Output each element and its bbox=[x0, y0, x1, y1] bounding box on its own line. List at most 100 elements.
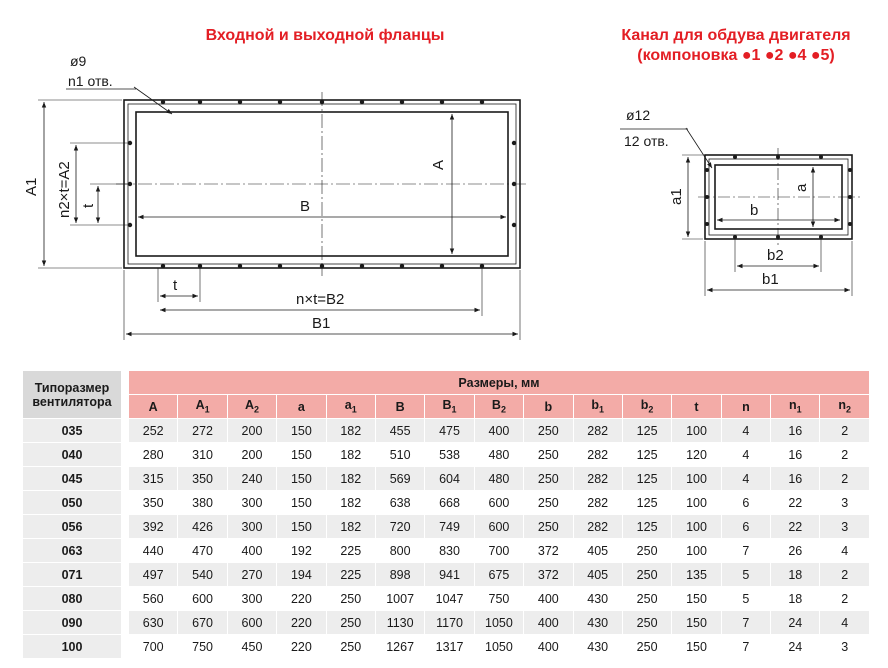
flange-labels: ø9 n1 отв. A1 n2×t=A2 t A B t n×t=B2 B1 bbox=[23, 53, 447, 332]
value-cell: 600 bbox=[226, 610, 278, 635]
fan-size-cell: 050 bbox=[22, 490, 122, 515]
value-cell: 750 bbox=[473, 586, 525, 611]
flange-label-B: B bbox=[300, 198, 310, 215]
value-cell: 350 bbox=[127, 490, 179, 515]
value-cell: 380 bbox=[177, 490, 228, 515]
value-cell: 480 bbox=[473, 466, 525, 491]
value-cell: 100 bbox=[671, 490, 722, 515]
value-cell: 400 bbox=[226, 538, 278, 563]
left-drawing-title: Входной и выходной фланцы bbox=[205, 27, 445, 44]
fan-size-cell: 063 bbox=[22, 538, 122, 563]
flange-label-B2: n×t=B2 bbox=[296, 291, 344, 308]
fan-size-cell: 080 bbox=[22, 586, 122, 611]
value-cell: 250 bbox=[523, 466, 574, 491]
value-cell: 240 bbox=[226, 466, 278, 491]
column-header: t bbox=[671, 394, 722, 419]
value-cell: 569 bbox=[374, 466, 426, 491]
value-cell: 150 bbox=[671, 610, 722, 635]
value-cell: 182 bbox=[325, 466, 376, 491]
column-header: n2 bbox=[819, 394, 870, 419]
value-cell: 250 bbox=[621, 586, 673, 611]
value-cell: 405 bbox=[572, 562, 623, 587]
fan-size-cell: 100 bbox=[22, 634, 122, 659]
value-cell: 100 bbox=[671, 418, 722, 443]
value-cell: 538 bbox=[424, 442, 475, 467]
value-cell: 125 bbox=[621, 466, 673, 491]
flange-label-t-vertical: t bbox=[80, 203, 97, 208]
value-cell: 16 bbox=[770, 466, 821, 491]
fan-size-cell: 045 bbox=[22, 466, 122, 491]
value-cell: 250 bbox=[621, 562, 673, 587]
channel-hole-count: 12 отв. bbox=[624, 133, 669, 149]
value-cell: 280 bbox=[127, 442, 179, 467]
value-cell: 250 bbox=[523, 514, 574, 539]
column-header: A bbox=[127, 394, 179, 419]
value-cell: 372 bbox=[523, 562, 574, 587]
value-cell: 630 bbox=[127, 610, 179, 635]
value-cell: 700 bbox=[127, 634, 179, 659]
flange-label-A1: A1 bbox=[23, 178, 40, 196]
channel-drawing bbox=[620, 127, 860, 296]
value-cell: 5 bbox=[720, 562, 772, 587]
value-cell: 400 bbox=[523, 634, 574, 659]
value-cell: 400 bbox=[523, 610, 574, 635]
value-cell: 192 bbox=[276, 538, 327, 563]
flange-drawing bbox=[38, 86, 528, 340]
value-cell: 1267 bbox=[374, 634, 426, 659]
value-cell: 2 bbox=[819, 466, 870, 491]
value-cell: 7 bbox=[720, 634, 772, 659]
value-cell: 182 bbox=[325, 442, 376, 467]
value-cell: 150 bbox=[276, 418, 327, 443]
value-cell: 24 bbox=[770, 634, 821, 659]
value-cell: 272 bbox=[177, 418, 228, 443]
value-cell: 100 bbox=[671, 466, 722, 491]
value-cell: 22 bbox=[770, 490, 821, 515]
channel-label-b1: b1 bbox=[762, 271, 779, 288]
value-cell: 182 bbox=[325, 490, 376, 515]
value-cell: 282 bbox=[572, 418, 623, 443]
value-cell: 830 bbox=[424, 538, 475, 563]
value-cell: 18 bbox=[770, 562, 821, 587]
value-cell: 2 bbox=[819, 418, 870, 443]
value-cell: 675 bbox=[473, 562, 525, 587]
value-cell: 300 bbox=[226, 586, 278, 611]
value-cell: 480 bbox=[473, 442, 525, 467]
value-cell: 125 bbox=[621, 490, 673, 515]
value-cell: 1047 bbox=[424, 586, 475, 611]
channel-leader-arrow bbox=[685, 127, 713, 169]
value-cell: 220 bbox=[276, 610, 327, 635]
value-cell: 638 bbox=[374, 490, 426, 515]
value-cell: 225 bbox=[325, 538, 376, 563]
column-header: B bbox=[374, 394, 426, 419]
hole-leader-arrow bbox=[133, 86, 173, 115]
value-cell: 430 bbox=[572, 634, 623, 659]
value-cell: 282 bbox=[572, 490, 623, 515]
value-cell: 250 bbox=[621, 538, 673, 563]
value-cell: 440 bbox=[127, 538, 179, 563]
value-cell: 470 bbox=[177, 538, 228, 563]
flange-hole-count: n1 отв. bbox=[68, 73, 113, 89]
value-cell: 250 bbox=[621, 634, 673, 659]
value-cell: 270 bbox=[226, 562, 278, 587]
value-cell: 182 bbox=[325, 418, 376, 443]
dimensions-group-header: Размеры, мм bbox=[128, 370, 870, 395]
value-cell: 26 bbox=[770, 538, 821, 563]
value-cell: 7 bbox=[720, 538, 772, 563]
value-cell: 670 bbox=[177, 610, 228, 635]
value-cell: 1007 bbox=[374, 586, 426, 611]
value-cell: 220 bbox=[276, 634, 327, 659]
value-cell: 510 bbox=[374, 442, 426, 467]
value-cell: 300 bbox=[226, 490, 278, 515]
value-cell: 749 bbox=[424, 514, 475, 539]
value-cell: 150 bbox=[671, 634, 722, 659]
value-cell: 282 bbox=[572, 466, 623, 491]
value-cell: 1170 bbox=[424, 610, 475, 635]
value-cell: 4 bbox=[720, 442, 772, 467]
value-cell: 3 bbox=[819, 514, 870, 539]
value-cell: 250 bbox=[523, 442, 574, 467]
